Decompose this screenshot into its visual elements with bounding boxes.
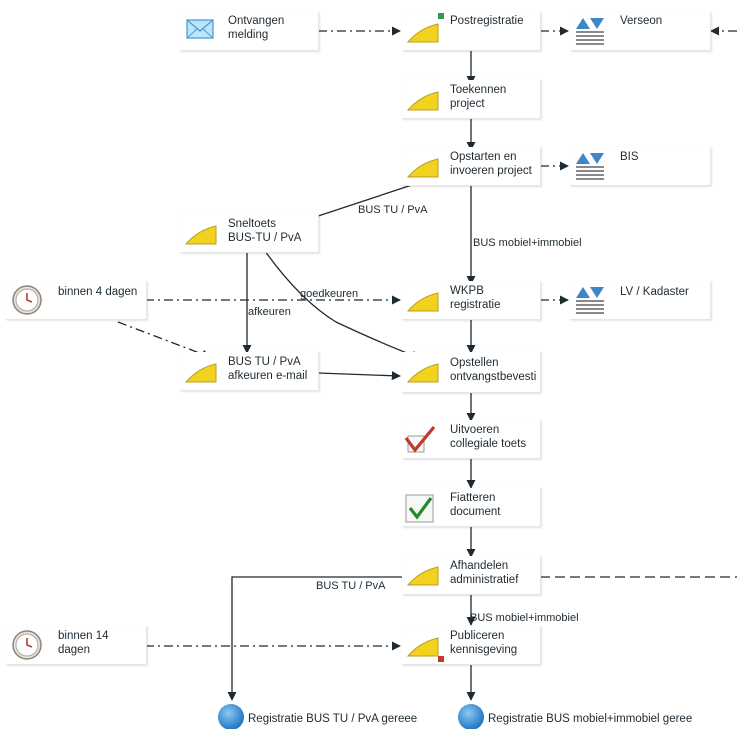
task-icon	[406, 566, 439, 586]
label-opstarten: Opstarten en invoeren project	[450, 151, 532, 177]
system-icon	[576, 287, 604, 314]
task-icon	[406, 23, 439, 43]
label-binnen-4-dagen: binnen 4 dagen	[58, 286, 138, 298]
red-check-icon	[404, 425, 436, 453]
label-lv-kadaster: LV / Kadaster	[620, 286, 689, 298]
label-toekennen-project: Toekennen project	[450, 84, 507, 110]
system-icon	[576, 18, 604, 45]
edge-label-bus-mobiel-2: BUS mobiel+immobiel	[470, 612, 579, 624]
task-icon	[406, 363, 439, 383]
edge-label-bus-mobiel: BUS mobiel+immobiel	[473, 237, 582, 249]
task-icon	[184, 363, 217, 383]
label-verseon: Verseon	[620, 15, 663, 27]
clock-icon	[12, 630, 42, 660]
task-icon	[406, 158, 439, 178]
edge-afhandelen-end1	[227, 576, 404, 701]
edge-afkeuren-opstellen	[317, 371, 401, 381]
label-opstellen: Opstellen ontvangstbevesti	[450, 357, 537, 383]
task-icon	[406, 91, 439, 111]
edge-opstarten-sneltoets	[299, 183, 416, 224]
status-marker-icon	[438, 656, 444, 662]
task-icon	[406, 292, 439, 312]
clock-icon	[12, 285, 42, 315]
label-afkeuren-email: BUS TU / PvA afkeuren e-mail	[228, 356, 308, 382]
status-marker-icon	[438, 13, 444, 19]
label-sneltoets: Sneltoets BUS-TU / PvA	[228, 218, 302, 244]
end-circle-icon[interactable]	[216, 702, 246, 729]
label-afhandelen: Afhandelen administratief	[450, 560, 519, 586]
system-icon	[576, 153, 604, 180]
label-wkpb: WKPB registratie	[450, 285, 501, 311]
edge-label-bus-tu-pva: BUS TU / PvA	[358, 204, 428, 216]
edge-label-afkeuren: afkeuren	[248, 306, 291, 318]
label-publiceren: Publiceren kennisgeving	[450, 630, 518, 656]
edge-label-goedkeuren: goedkeuren	[300, 288, 359, 300]
label-bis: BIS	[620, 151, 639, 163]
task-icon	[406, 637, 439, 657]
label-fiatteren: Fiatteren document	[450, 492, 501, 518]
edge-sneltoets-opstellen	[264, 250, 421, 360]
edge-label-bus-tu-pva-2: BUS TU / PvA	[316, 580, 386, 592]
label-uitvoeren: Uitvoeren collegiale toets	[450, 424, 527, 450]
edge-binnen4-afkeuren	[117, 321, 211, 359]
label-binnen-14-dagen: binnen 14 dagen	[58, 630, 109, 656]
task-icon	[184, 225, 217, 245]
label-end-bus-mobiel: Registratie BUS mobiel+immobiel geree	[488, 713, 693, 725]
label-postregistratie: Postregistratie	[450, 15, 524, 27]
node-ontvangen-melding[interactable]	[180, 12, 319, 51]
end-circle-icon[interactable]	[456, 702, 486, 729]
green-check-icon	[405, 494, 434, 523]
label-ontvangen-melding: Ontvangen melding	[228, 15, 285, 41]
label-end-bus-tu: Registratie BUS TU / PvA gereee	[248, 713, 418, 725]
mail-icon	[186, 19, 214, 39]
